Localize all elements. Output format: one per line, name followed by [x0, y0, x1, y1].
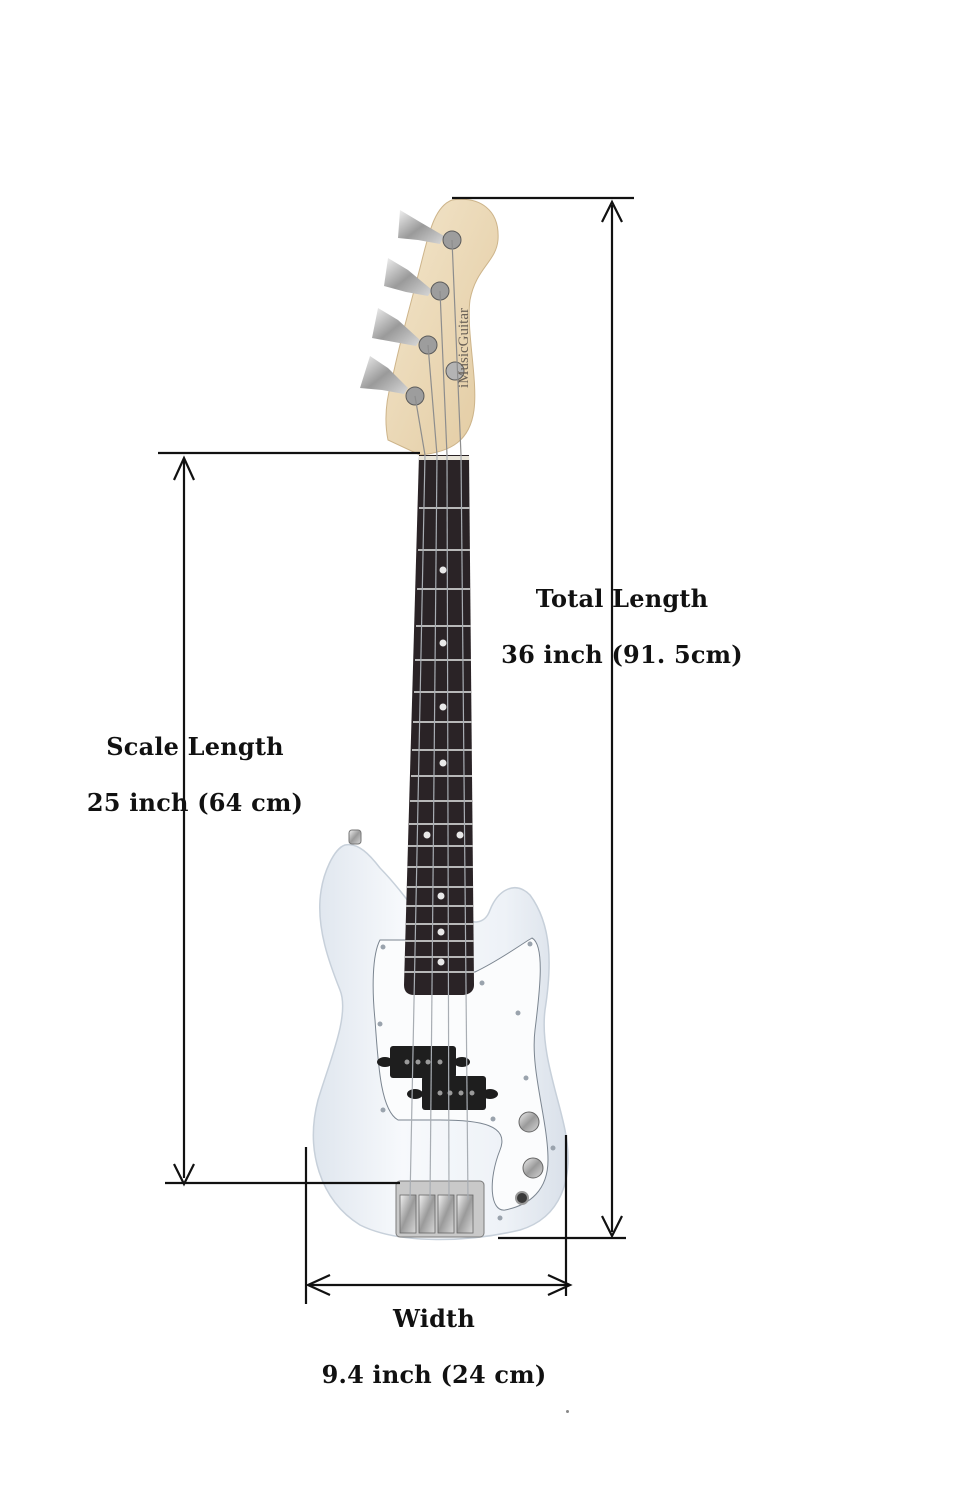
pickup-bridge-half [407, 1076, 498, 1110]
controls [515, 1111, 544, 1205]
tuner-keys [360, 210, 444, 394]
width-title: Width [393, 1304, 475, 1333]
pickguard-screws [377, 941, 556, 1221]
nut [419, 456, 469, 460]
tone-knob [522, 1157, 544, 1179]
volume-knob [518, 1111, 540, 1133]
pickups [377, 1046, 498, 1110]
fretboard [404, 455, 474, 995]
fret-inlay-dots [423, 566, 464, 966]
output-jack [515, 1191, 529, 1205]
headstock: iMusicGuitar [360, 198, 499, 456]
dimension-lines [158, 196, 634, 1304]
stray-dot [566, 1410, 569, 1413]
strings [409, 454, 469, 1201]
strap-button [348, 829, 362, 845]
scale-length-value: 25 inch (64 cm) [86, 788, 304, 817]
width-value: 9.4 inch (24 cm) [321, 1360, 547, 1389]
frets [404, 507, 474, 973]
brand-logo: iMusicGuitar [456, 308, 472, 388]
width-dimension [304, 1135, 573, 1304]
scale-length-dimension [158, 451, 420, 1187]
pickup-neck-half [377, 1046, 470, 1078]
headstock-strings [414, 239, 462, 456]
scale-length-title: Scale Length [106, 732, 284, 761]
total-length-dimension [452, 196, 634, 1240]
total-length-title: Total Length [535, 584, 709, 613]
bridge [395, 1180, 485, 1238]
total-length-value: 36 inch (91. 5cm) [501, 640, 743, 669]
